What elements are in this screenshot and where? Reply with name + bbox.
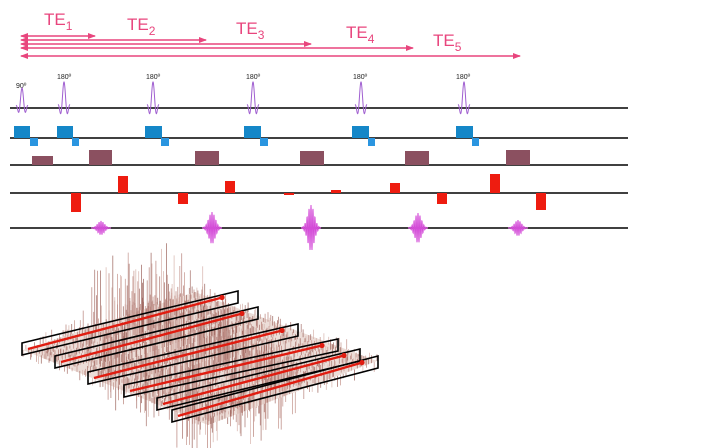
rf-pulse-180 [57, 81, 71, 115]
te-arrows [20, 33, 521, 59]
phase-gradient-block [32, 156, 53, 165]
kspace-strip-outline [123, 338, 339, 398]
readout-gradient-block [284, 193, 294, 195]
readout-gradient-block [536, 193, 546, 210]
kspace-trajectory-endpoint [239, 310, 245, 317]
readout-gradient-block [225, 181, 235, 193]
echo-signal [507, 219, 529, 236]
kspace-trajectory-line [162, 353, 347, 406]
phase-gradients [32, 150, 530, 165]
rf-label-180-1: 180º [57, 74, 72, 81]
slice-rewinder-block [260, 138, 268, 146]
rf-label-180-4: 180º [353, 74, 368, 81]
kspace-trajectory-line [27, 295, 225, 351]
kspace-trajectory-line [93, 328, 285, 380]
kspace-strip-outline [87, 322, 299, 386]
te-label-1: TE1 [44, 10, 73, 33]
phase-gradient-block [405, 151, 429, 165]
slice-gradient-block [456, 126, 473, 138]
te-label-3: TE3 [236, 19, 265, 42]
kspace-trajectory-endpoint [341, 352, 347, 359]
rf-label-180-3: 180º [246, 74, 261, 81]
slice-gradient-block [352, 126, 369, 138]
slice-gradient-block [14, 126, 30, 138]
slice-rewinder-block [161, 138, 169, 146]
echo-signal [300, 204, 322, 250]
rf-label-180-5: 180º [456, 74, 471, 81]
rf-pulse-labels: 90º 180º 180º 180º 180º 180º [16, 74, 471, 90]
kspace-strip-outline [171, 354, 379, 424]
kspace-trajectory-line [60, 311, 245, 364]
rf-pulse-180 [457, 81, 471, 115]
rf-pulse-180 [246, 81, 260, 115]
kspace-strip-outline [54, 305, 259, 370]
slice-gradients [14, 126, 479, 146]
te-labels: TE1 TE2 TE3 TE4 TE5 [44, 10, 462, 54]
rf-pulse-180 [354, 81, 368, 115]
rf-pulse-180 [146, 81, 160, 115]
slice-gradient-block [145, 126, 162, 138]
slice-rewinder-block [368, 138, 375, 146]
echo-signal [90, 220, 112, 235]
kspace-trajectory-endpoint [319, 342, 325, 349]
readout-gradient-block [390, 183, 400, 193]
readout-gradient-block [437, 193, 447, 204]
kspace-trajectory-endpoint [359, 359, 365, 366]
phase-gradient-block [195, 151, 219, 165]
phase-gradient-block [506, 150, 530, 165]
echo-signal [201, 211, 223, 244]
echo-signals [90, 204, 529, 250]
kspace-trajectory-endpoint [219, 294, 225, 301]
rf-label-90: 90º [16, 83, 27, 90]
rf-label-180-2: 180º [146, 74, 161, 81]
readout-gradient-block [178, 193, 188, 204]
sequence-baselines [10, 107, 628, 229]
kspace-trajectory-line [177, 360, 365, 418]
slice-rewinder-block [472, 138, 479, 146]
te-label-2: TE2 [127, 15, 156, 38]
kspace-trajectory-line [129, 343, 325, 393]
kspace-trajectory-lines [21, 289, 379, 424]
slice-gradient-block [244, 126, 261, 138]
kspace-trajectory-endpoint [279, 327, 285, 334]
readout-gradient-block [331, 190, 341, 193]
slice-rewinder-block [30, 138, 38, 146]
readout-gradient-block [71, 193, 81, 212]
rf-pulses [15, 81, 471, 115]
readout-gradients [71, 174, 546, 212]
phase-gradient-block [89, 150, 112, 165]
readout-gradient-block [490, 174, 500, 193]
phase-gradient-block [300, 151, 324, 165]
slice-gradient-block [57, 126, 73, 138]
kspace-strip-outline [21, 289, 239, 357]
readout-gradient-block [118, 176, 128, 193]
te-label-4: TE4 [346, 23, 375, 46]
rf-pulse-90 [15, 87, 29, 113]
slice-rewinder-block [72, 138, 79, 146]
te-label-5: TE5 [433, 31, 462, 54]
echo-signal [407, 212, 429, 243]
kspace-panel [21, 243, 379, 448]
